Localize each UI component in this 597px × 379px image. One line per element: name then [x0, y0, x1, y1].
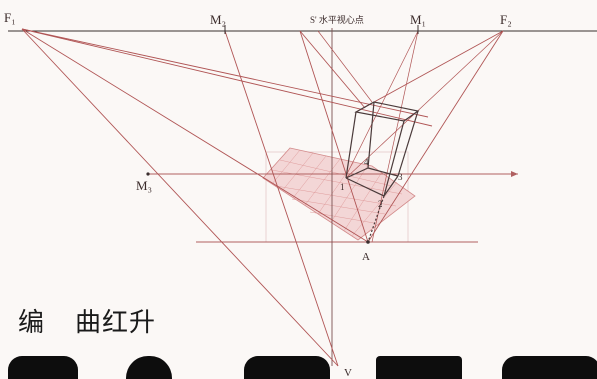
line-s-a — [299, 30, 369, 243]
ground-plane-grid — [262, 147, 416, 241]
title-glyph-fragment-2 — [126, 356, 172, 379]
editor-name: 曲红升 — [75, 308, 157, 338]
cropped-title-glyphs — [0, 346, 597, 379]
label-f2: F₂ — [500, 12, 512, 27]
label-a: A — [362, 251, 370, 263]
line-s-top — [299, 30, 366, 109]
line-f1-a — [21, 28, 369, 243]
line-f1-top2 — [21, 28, 433, 127]
line-f2-base — [345, 30, 504, 179]
label-point-2: 2 — [378, 199, 383, 209]
point-a — [366, 240, 370, 244]
line-f1-top1 — [21, 28, 429, 118]
line-f1-v — [21, 28, 339, 367]
label-s-horizon-point: S' 水平视心点 — [310, 14, 364, 25]
perspective-box — [345, 101, 420, 243]
label-v: V — [344, 367, 352, 379]
line-f2-a — [367, 30, 504, 243]
label-m2: M₂ — [210, 12, 226, 27]
label-m3: M₃ — [136, 178, 152, 193]
label-m1: M₁ — [410, 12, 426, 27]
editor-role: 编 — [18, 308, 46, 338]
label-f1: F₁ — [4, 10, 16, 25]
label-point-1: 1 — [340, 182, 345, 192]
title-glyph-fragment-1 — [8, 356, 78, 379]
title-glyph-fragment-5 — [502, 356, 597, 379]
editor-credit: 编曲红升 — [18, 302, 156, 339]
line-v-m2 — [224, 30, 339, 367]
title-glyph-fragment-4 — [376, 356, 462, 379]
line-f2-top — [355, 30, 504, 113]
point-m3 — [146, 172, 150, 176]
line-s-top2 — [317, 30, 373, 103]
line-m1-a — [371, 30, 419, 243]
arrow-right — [511, 171, 518, 177]
label-point-4: 4 — [364, 157, 369, 167]
label-point-3: 3 — [398, 172, 403, 182]
title-glyph-fragment-3 — [244, 356, 330, 379]
